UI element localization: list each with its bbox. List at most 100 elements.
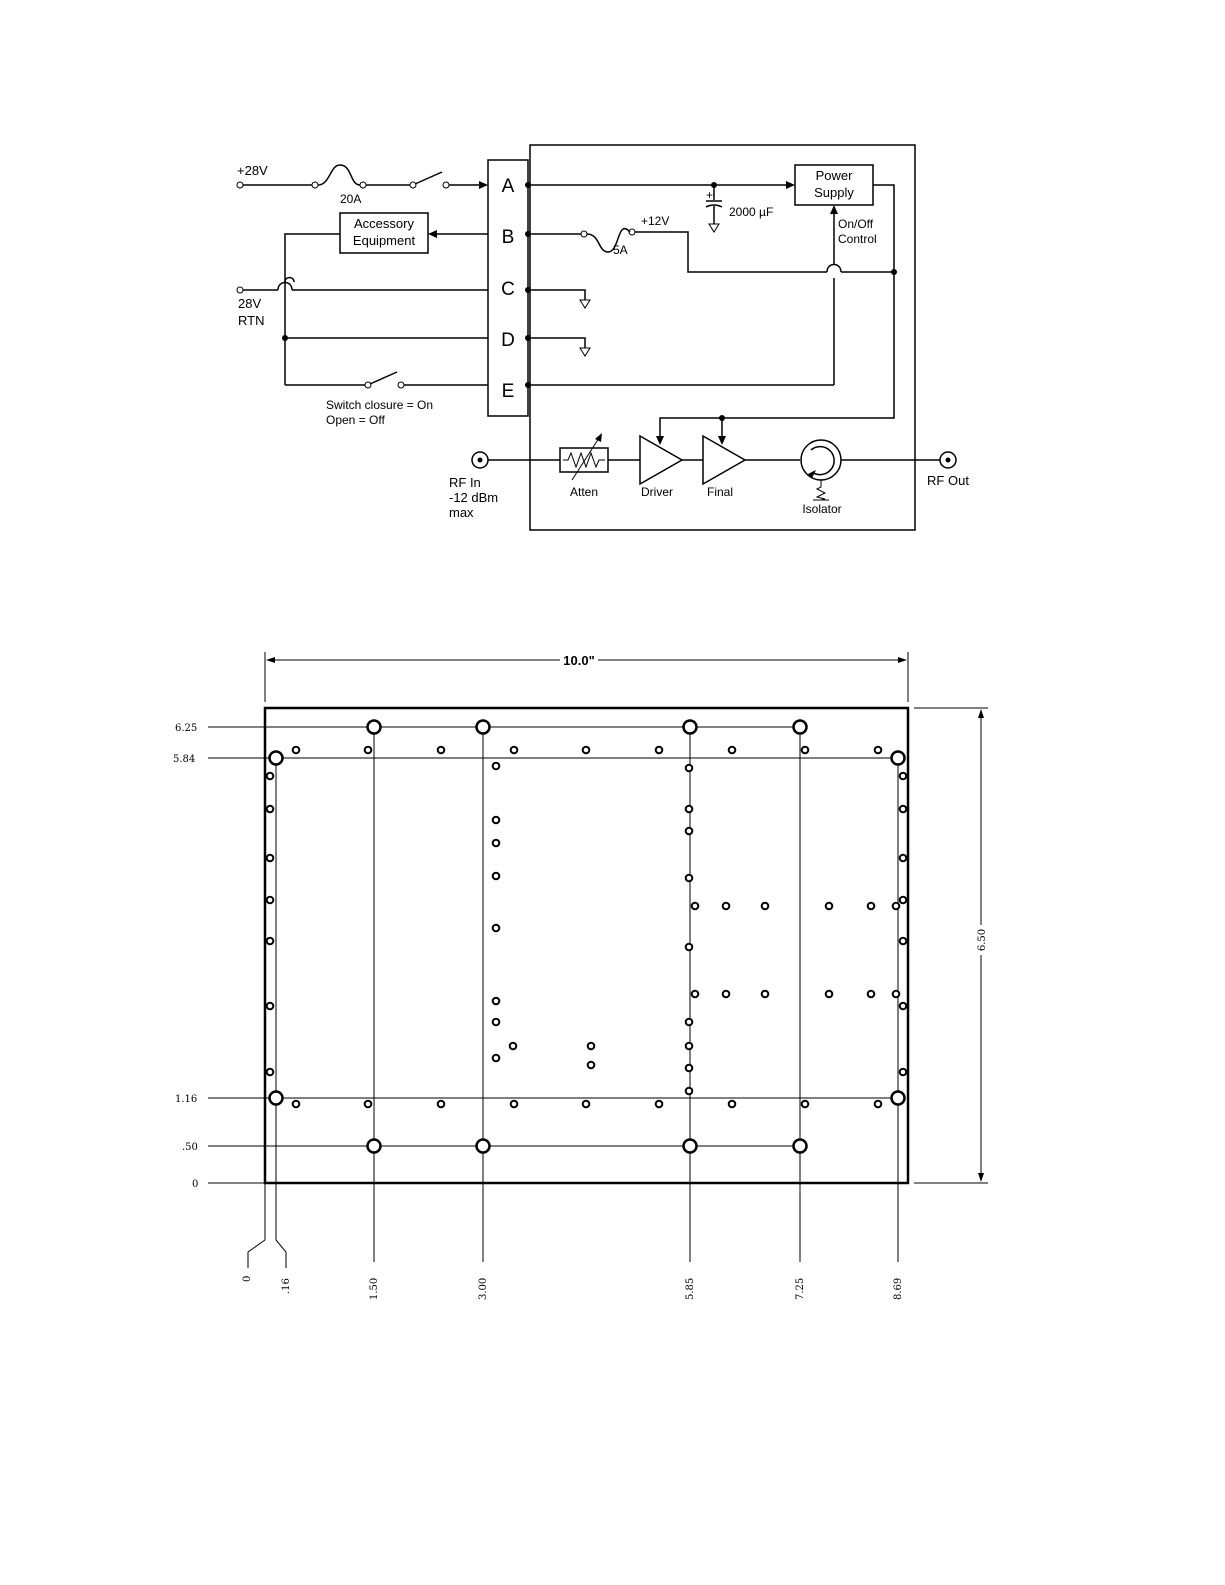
mounting-hole-small	[802, 1101, 809, 1108]
driver-amplifier	[640, 436, 682, 484]
mounting-hole-small	[686, 944, 693, 951]
mounting-hole-small	[900, 1003, 907, 1010]
mounting-hole-small	[583, 747, 590, 754]
mounting-hole-small	[267, 806, 274, 813]
attenuator-label: Atten	[570, 485, 598, 499]
mounting-hole-large	[684, 1140, 697, 1153]
mounting-hole-large	[892, 1092, 905, 1105]
capacitor-polarity: +	[706, 188, 713, 202]
mounting-hole-small	[802, 747, 809, 754]
mounting-hole-large	[794, 1140, 807, 1153]
pin-d: D	[501, 330, 515, 351]
x-label-3-00: 3.00	[478, 1278, 489, 1300]
mounting-hole-small	[686, 806, 693, 813]
mounting-hole-small	[900, 938, 907, 945]
mounting-hole-small	[493, 763, 500, 770]
mounting-hole-small	[762, 903, 769, 910]
mounting-hole-small	[900, 855, 907, 862]
mounting-hole-small	[510, 1043, 517, 1050]
isolator-label: Isolator	[802, 502, 841, 516]
mounting-hole-small	[723, 903, 730, 910]
switch-note-1: Switch closure = On	[326, 398, 433, 412]
mounting-hole-large	[477, 721, 490, 734]
pin-c: C	[501, 279, 515, 300]
mounting-hole-small	[686, 875, 693, 882]
mounting-hole-small	[656, 747, 663, 754]
mounting-hole-small	[686, 1043, 693, 1050]
x-label-0-16: .16	[281, 1278, 292, 1294]
accessory-label-2: Equipment	[353, 233, 416, 248]
mounting-hole-small	[365, 1101, 372, 1108]
block-schematic: A B C D E +28V 20A Accessory Equipment 2…	[0, 0, 1225, 560]
mounting-hole-small	[656, 1101, 663, 1108]
x-label-1-50: 1.50	[369, 1278, 380, 1300]
mounting-hole-small	[900, 773, 907, 780]
rf-in-label-2: -12 dBm	[449, 490, 498, 505]
rf-in-label-1: RF In	[449, 475, 481, 490]
x-label-0: 0	[242, 1276, 253, 1282]
mounting-hole-small	[267, 897, 274, 904]
mounting-hole-small	[729, 1101, 736, 1108]
capacitor-label: 2000 µF	[729, 205, 773, 219]
main-fuse-label: 20A	[340, 192, 361, 206]
height-dimension: 6.50	[977, 929, 988, 951]
mounting-hole-large	[368, 721, 381, 734]
mounting-hole-small	[826, 903, 833, 910]
mounting-hole-small	[723, 991, 730, 998]
mounting-hole-small	[900, 1069, 907, 1076]
mounting-hole-large	[684, 721, 697, 734]
y-label-6-25: 6.25	[175, 723, 197, 734]
final-amplifier	[703, 436, 745, 484]
return-label-1: 28V	[238, 296, 261, 311]
y-label-5-84: 5.84	[173, 754, 195, 765]
mounting-hole-small	[686, 1065, 693, 1072]
mounting-hole-large	[368, 1140, 381, 1153]
mounting-hole-small	[493, 1055, 500, 1062]
mounting-hole-small	[868, 903, 875, 910]
mounting-hole-small	[692, 903, 699, 910]
x-label-8-69: 8.69	[893, 1278, 904, 1300]
mounting-hole-small	[686, 765, 693, 772]
psu-label-1: Power	[816, 168, 854, 183]
mounting-plate	[265, 708, 908, 1183]
mounting-hole-large	[270, 752, 283, 765]
y-label-0-50: .50	[182, 1142, 198, 1153]
mounting-hole-small	[493, 873, 500, 880]
mounting-holes	[267, 721, 907, 1153]
supply-line	[237, 165, 488, 189]
mounting-hole-small	[267, 938, 274, 945]
mounting-hole-small	[583, 1101, 590, 1108]
final-label: Final	[707, 485, 733, 499]
y-label-1-16: 1.16	[175, 1094, 197, 1105]
mounting-hole-small	[686, 828, 693, 835]
supply-label: +28V	[237, 163, 268, 178]
mounting-hole-large	[794, 721, 807, 734]
mounting-hole-small	[511, 747, 518, 754]
rf-out-label: RF Out	[927, 473, 969, 488]
switch-note-2: Open = Off	[326, 413, 385, 427]
accessory-label-1: Accessory	[354, 216, 414, 231]
mounting-hole-small	[293, 1101, 300, 1108]
mounting-hole-small	[267, 855, 274, 862]
mounting-hole-small	[493, 998, 500, 1005]
return-label-2: RTN	[238, 313, 264, 328]
mounting-hole-small	[267, 1003, 274, 1010]
mounting-hole-small	[293, 747, 300, 754]
mounting-hole-small	[493, 817, 500, 824]
x-label-5-85: 5.85	[685, 1278, 696, 1300]
mounting-hole-small	[875, 1101, 882, 1108]
mounting-hole-small	[511, 1101, 518, 1108]
mounting-hole-small	[893, 991, 900, 998]
mounting-hole-small	[267, 773, 274, 780]
control-label-2: Control	[838, 232, 877, 246]
mounting-hole-small	[729, 747, 736, 754]
mounting-hole-small	[686, 1019, 693, 1026]
control-label-1: On/Off	[838, 217, 874, 231]
mounting-drawing: 10.0" 6.50 6.25 5.84 1.16 .50 0 0 .16 1.…	[0, 600, 1225, 1320]
mounting-hole-small	[826, 991, 833, 998]
mounting-hole-small	[893, 903, 900, 910]
rail-label: +12V	[641, 214, 669, 228]
rf-in-label-3: max	[449, 505, 474, 520]
mounting-hole-large	[892, 752, 905, 765]
mounting-hole-small	[267, 1069, 274, 1076]
